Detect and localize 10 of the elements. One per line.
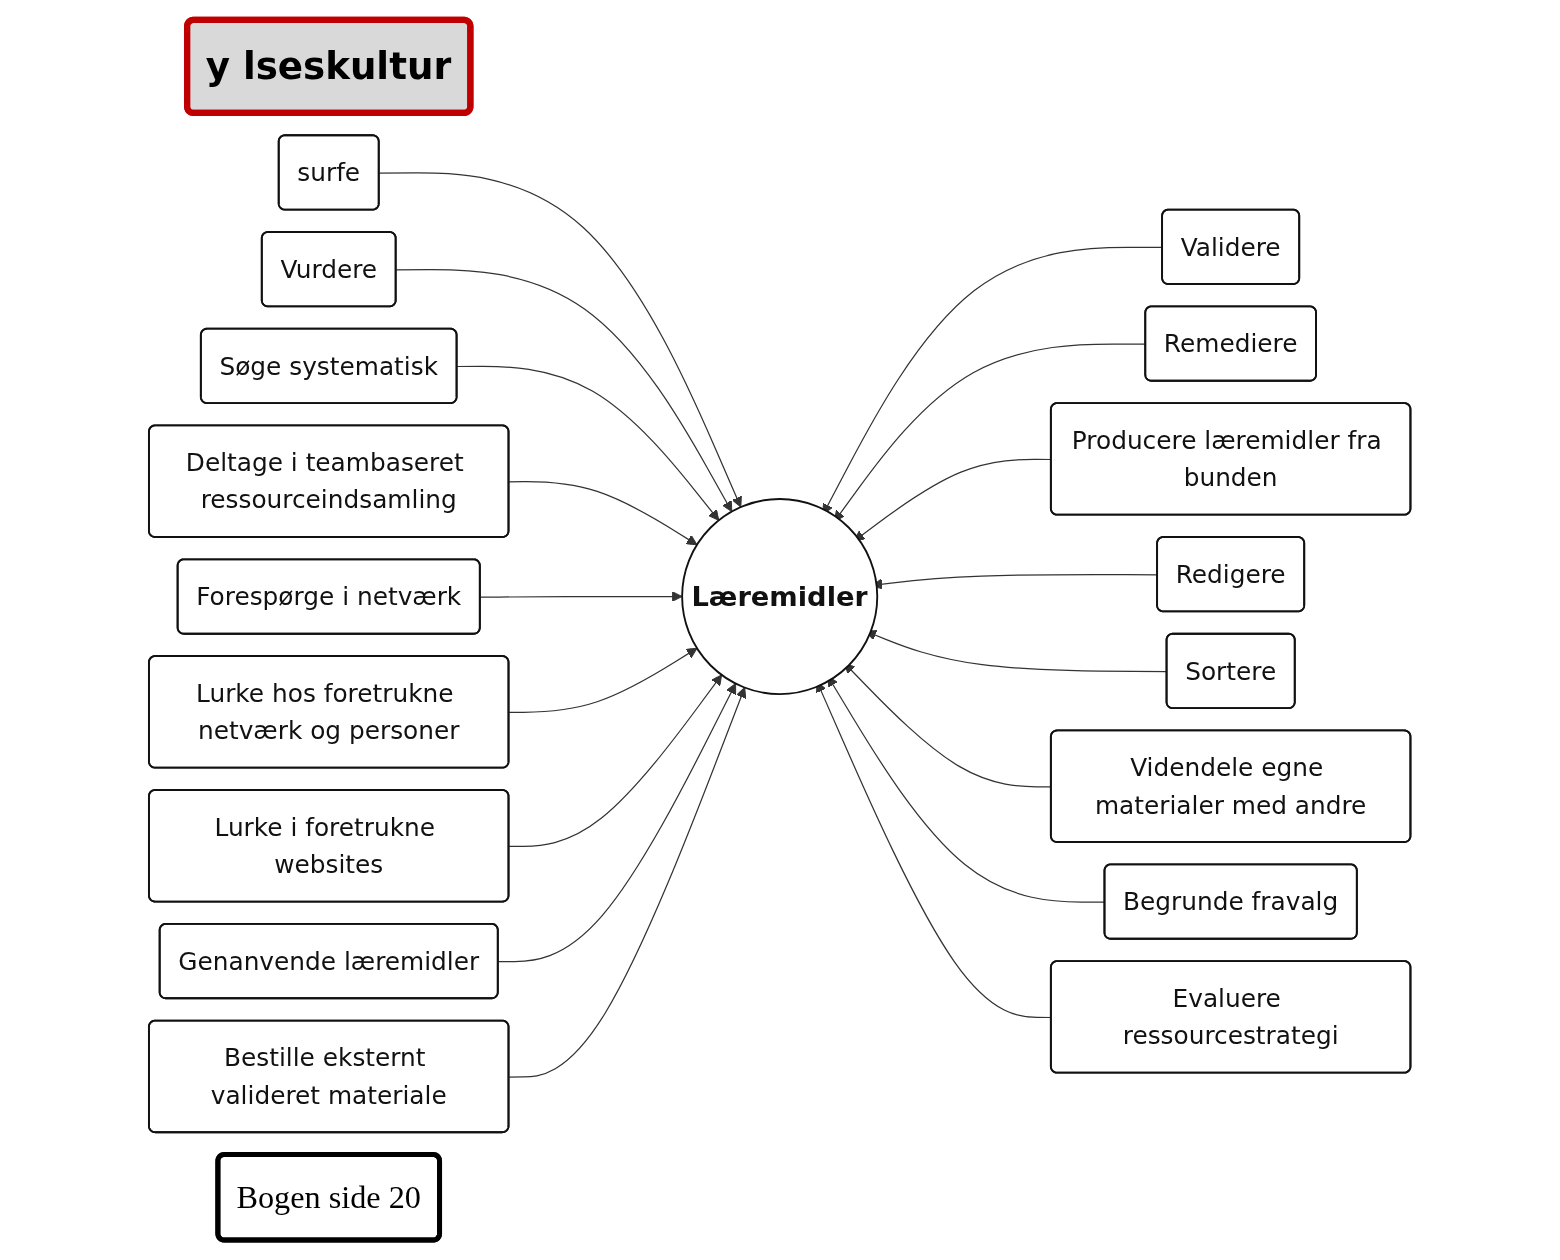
arrow — [456, 365, 720, 521]
arrow — [379, 172, 743, 508]
arrow — [508, 481, 698, 546]
arrow — [480, 591, 683, 602]
arrow — [498, 683, 737, 963]
arrow — [508, 647, 698, 714]
arrow — [508, 674, 723, 847]
arrow — [395, 269, 733, 512]
node-circle: Læremidler — [681, 498, 879, 695]
arrow — [508, 687, 747, 1078]
